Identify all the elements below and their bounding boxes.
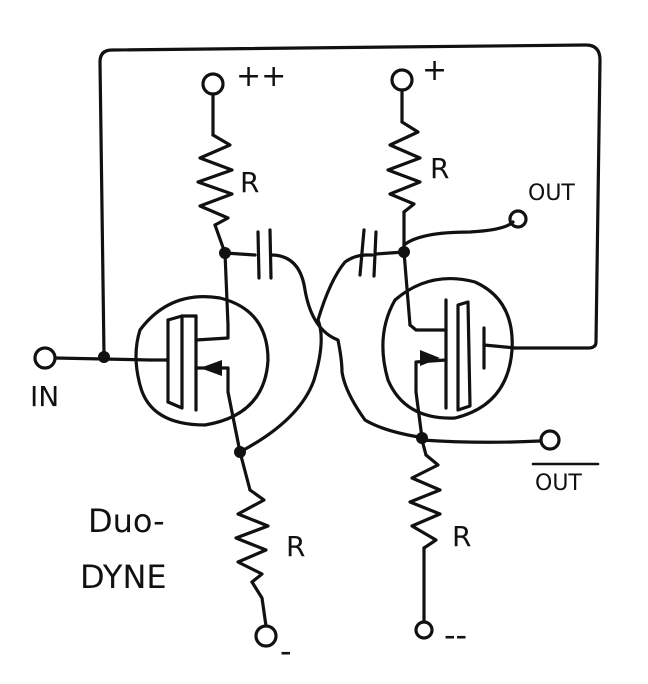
out-wire [402,220,515,247]
right-transistor-envelope [381,276,514,420]
out-inverted-label: OUT [535,471,582,496]
out-terminal [508,209,528,229]
right-transistor [381,276,517,420]
left-top-resistor [196,133,234,227]
out-inverted-wire [420,438,542,444]
title-line-2: DYNE [80,558,167,596]
out-inverted-terminal [539,429,561,451]
right-top-resistor-label: R [430,152,449,185]
right-top-resistor [386,120,422,214]
left-ground-label: - [280,632,292,670]
right-ground-terminal [414,620,434,640]
left-source-cross-wire [238,253,368,454]
left-cap-plate-a [256,230,261,280]
left-supply-terminal [201,72,225,96]
input-label: IN [30,380,59,413]
left-transistor [134,295,270,427]
left-bottom-resistor-label: R [286,530,305,563]
left-cap-cross-wire [269,253,427,440]
title-line-1: Duo- [88,502,165,540]
right-bottom-resistor [408,453,442,550]
left-supply-label: ++ [236,59,286,94]
right-ground-label: -- [444,616,467,654]
feedback-wire [98,43,602,357]
right-supply-terminal [390,68,414,92]
left-transistor-envelope [134,295,270,427]
right-bottom-resistor-label: R [452,520,471,553]
input-junction [98,351,110,363]
left-top-resistor-label: R [240,166,259,199]
left-bottom-resistor [234,488,270,584]
out-label: OUT [528,181,575,206]
right-cap-plate-a [358,228,366,277]
right-supply-label: + [422,53,447,88]
input-terminal [33,346,57,370]
left-ground-terminal [254,624,278,648]
